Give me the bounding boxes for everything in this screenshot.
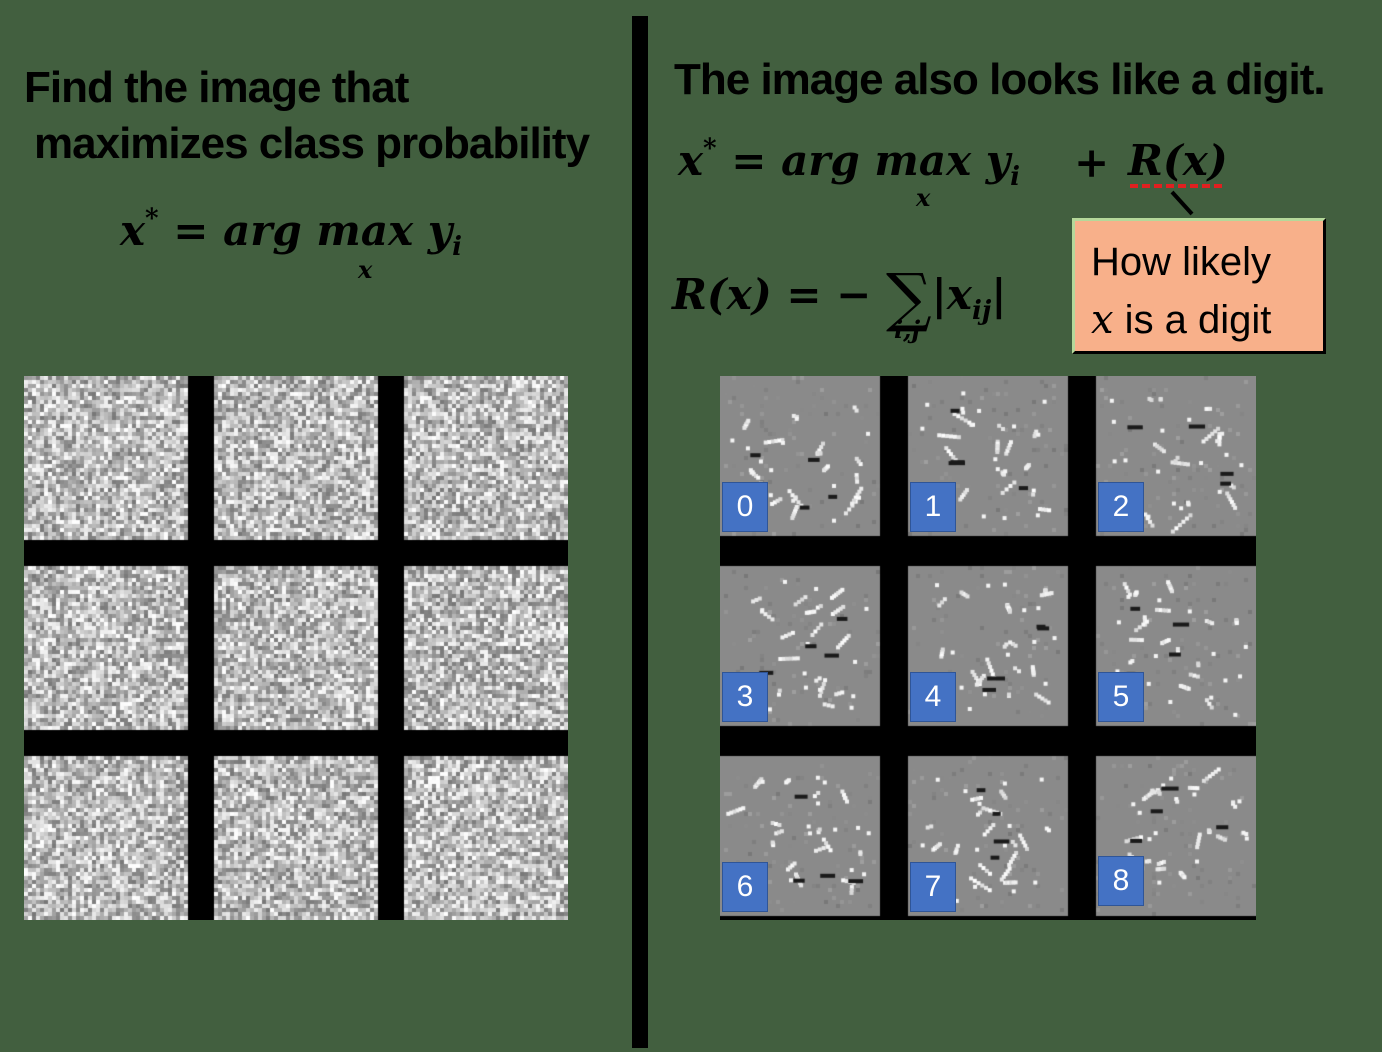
formula-target-sub: i xyxy=(452,232,463,262)
digit-label-7: 7 xyxy=(910,862,956,912)
formula-target: y xyxy=(427,206,453,255)
left-heading-line1: Find the image that xyxy=(24,63,409,112)
left-formula: x* = arg max yi x xyxy=(120,206,462,282)
formula2-sum: ∑ xyxy=(885,261,932,335)
formula1-eq: = xyxy=(716,136,782,185)
formula-op: arg max xyxy=(223,206,414,255)
right-formula-2: R(x) = − ∑|xij| i,j xyxy=(672,256,1007,342)
formula-star: * xyxy=(145,204,159,234)
formula1-under: x xyxy=(916,183,931,212)
digit-label-8: 8 xyxy=(1098,856,1144,906)
formula1-op: arg max xyxy=(781,136,972,185)
formula2-lhs: R(x) xyxy=(672,270,772,319)
callout-line2: x is a digit xyxy=(1091,291,1323,349)
formula-var: x xyxy=(120,206,146,255)
formula1-var: x xyxy=(678,136,704,185)
callout-pointer xyxy=(1170,190,1194,216)
right-heading: The image also looks like a digit. xyxy=(674,55,1326,104)
reg-underline xyxy=(1130,184,1222,188)
formula1-reg: R(x) xyxy=(1128,136,1228,185)
formula1-target-sub: i xyxy=(1010,162,1021,192)
formula1-star: * xyxy=(703,134,717,164)
digit-label-0: 0 xyxy=(722,482,768,532)
digit-label-5: 5 xyxy=(1098,672,1144,722)
callout-box: How likely x is a digit xyxy=(1072,218,1326,354)
formula1-plus: + xyxy=(1074,138,1110,187)
formula1-target: y xyxy=(985,136,1011,185)
formula-eq: = xyxy=(158,206,224,255)
digit-label-3: 3 xyxy=(722,672,768,722)
noise-image-canvas xyxy=(24,376,568,920)
digit-label-2: 2 xyxy=(1098,482,1144,532)
callout-line1: How likely xyxy=(1091,240,1272,284)
formula2-eq: = − xyxy=(771,270,872,319)
left-heading-line2: maximizes class probability xyxy=(34,119,590,168)
formula-under: x xyxy=(358,255,373,284)
formula2-body: |x xyxy=(931,270,972,319)
vertical-divider xyxy=(632,16,648,1048)
digit-label-6: 6 xyxy=(722,862,768,912)
digit-label-1: 1 xyxy=(910,482,956,532)
formula2-body-sub: ij xyxy=(971,296,992,326)
formula2-sum-under: i,j xyxy=(894,315,921,344)
digit-image-canvas xyxy=(720,376,1256,920)
digit-image-grid: 0 1 2 3 4 5 6 7 8 xyxy=(720,376,1256,920)
formula2-close: | xyxy=(991,270,1007,319)
right-formula-1: x* = arg max yi x xyxy=(678,136,1020,210)
callout-line2-rest: is a digit xyxy=(1113,298,1272,342)
callout-x-var: x xyxy=(1091,297,1114,343)
callout-pointer-line xyxy=(1170,190,1194,216)
noise-image-grid xyxy=(24,376,568,920)
digit-label-4: 4 xyxy=(910,672,956,722)
